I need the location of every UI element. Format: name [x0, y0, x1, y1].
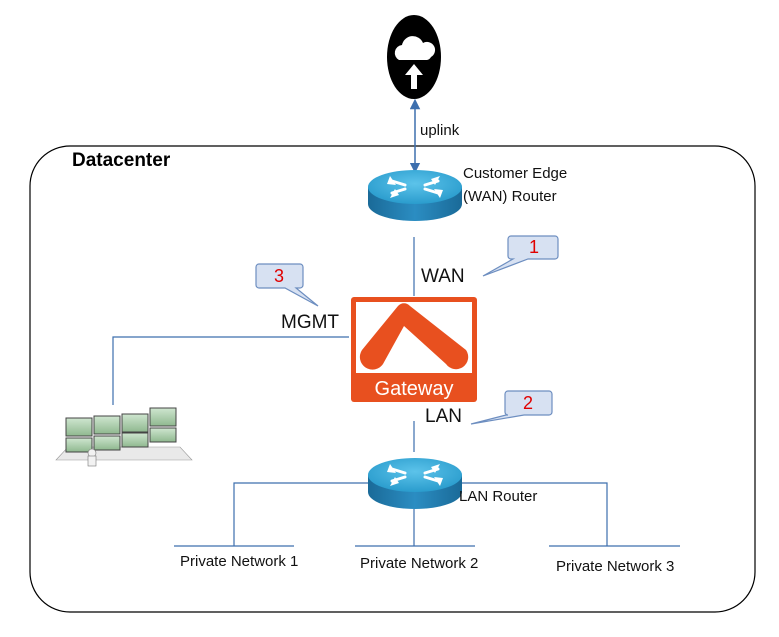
lan-router-label: LAN Router: [459, 488, 538, 505]
lan-interface-label: LAN: [425, 406, 462, 427]
uplink-label: uplink: [420, 122, 460, 139]
private-network-3-label: Private Network 3: [556, 558, 675, 575]
callout-3: 3: [255, 263, 319, 307]
edge-router-label-line2: (WAN) Router: [463, 188, 557, 205]
datacenter-boundary: [29, 145, 756, 613]
gateway-logo: Gateway: [351, 297, 477, 402]
mgmt-link: [112, 336, 349, 405]
cloud-upload-icon: [387, 15, 441, 99]
svg-text:3: 3: [274, 266, 284, 286]
private-network-1-label: Private Network 1: [180, 553, 299, 570]
callout-1: 1: [482, 235, 559, 277]
datacenter-label: Datacenter: [72, 150, 171, 171]
svg-text:1: 1: [529, 237, 539, 257]
svg-text:Gateway: Gateway: [375, 378, 454, 400]
mgmt-interface-label: MGMT: [281, 312, 340, 333]
monitoring-station-icon: [55, 407, 193, 467]
svg-text:2: 2: [523, 393, 533, 413]
edge-router-label-line1: Customer Edge: [463, 165, 568, 182]
lan-distribution: [174, 482, 680, 547]
router-icon: [368, 458, 462, 509]
private-network-2-label: Private Network 2: [360, 555, 479, 572]
router-icon: [368, 170, 462, 221]
callout-2: 2: [470, 390, 553, 425]
wan-interface-label: WAN: [421, 266, 465, 287]
